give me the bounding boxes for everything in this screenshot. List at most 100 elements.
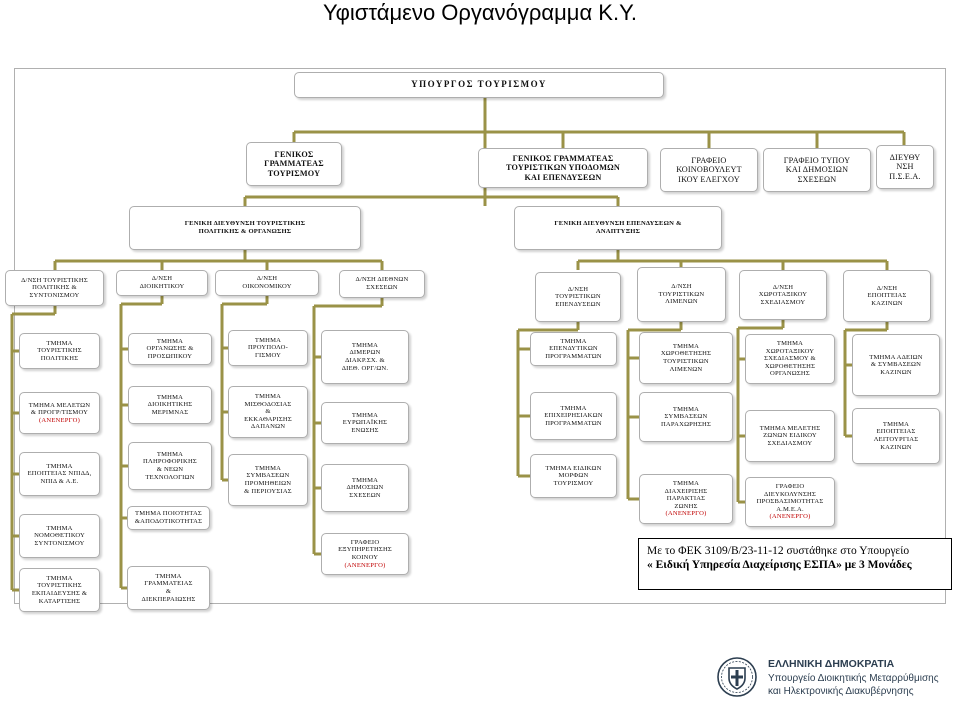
node-text-line: ΤΟΥΡΙΣΤΙΚΗΣ [37, 582, 82, 590]
node-text-line: ΕΝΩΣΗΣ [351, 426, 379, 434]
node-text-line: ΠΟΛΙΤΙΚΗΣ [40, 354, 79, 362]
node-text-line: &ΑΠΟΔΟΤΙΚΟΤΗΤΑΣ [134, 518, 203, 525]
node-text-line: ΕΞΥΠΗΡΕΤΗΣΗΣ [338, 546, 392, 554]
org-chart-frame [14, 68, 946, 604]
node-text-line: ΖΩΝΗΣ [674, 502, 698, 510]
node-text-line: ΔΙΑΧΕΙΡΙΣΗΣ [664, 487, 708, 495]
node-text-line: ΤΟΥΡΙΣΤΙΚΩΝ [555, 293, 601, 301]
node-text-line: ΛΙΜΕΝΩΝ [665, 298, 698, 306]
node-text-line: ΤΜΗΜΑ [672, 405, 700, 413]
col1-dept-2: ΤΜΗΜΑ ΜΕΛΕΤΩΝ& ΠΡΟΓΡ/ΤΙΣΜΟΥ(ΑΝΕΝΕΡΓΟ) [19, 392, 100, 434]
node-text-line: ΠΡΟΜΗΘΕΙΩΝ [244, 480, 292, 487]
node-text-line: & [265, 408, 271, 416]
node-text-line: ΕΠΕΝΔΥΤΙΚΩΝ [549, 345, 598, 353]
node-text-line: ΠΟΛΙΤΙΚΗΣ & [32, 284, 77, 292]
node-text-line: Π.Σ.Ε.Α. [889, 171, 921, 181]
node-text-line: ΙΚΟΥ ΕΛΕΓΧΟΥ [678, 174, 740, 184]
node-text-line: & ΠΡΟΓΡ/ΤΙΣΜΟΥ [30, 409, 89, 417]
node-text-line: Δ/ΝΣΗ [876, 284, 898, 292]
node-text-line: ΤΜΗΜΑ [254, 464, 282, 472]
node-text-line: ΟΙΚΟΝΟΜΙΚΟΥ [242, 283, 292, 290]
node-text-line: ΤΜΗΜΑ [776, 340, 804, 348]
node-text-line: ΠΡΟΣΩΠΙΚΟΥ [147, 352, 193, 360]
node-text-line: ΤΜΗΜΑ [46, 462, 73, 470]
node-text-line: ΠΑΡΑΧΩΡΗΣΗΣ [660, 420, 712, 428]
node-text-line: ΣΧΕΣΕΩΝ [366, 284, 398, 291]
node-text-line: ΓΡΑΦΕΙΟ [350, 538, 380, 546]
node-text-line: ΛΕΙΤΟΥΡΓΙΑΣ [873, 436, 919, 443]
node-text-line: ΓΡΑΦΕΙΟ [775, 483, 805, 491]
node-text-line: ΓΕΝΙΚΟΣ ΓΡΑΜΜΑΤΕΑΣ [512, 154, 614, 164]
node-text-line: & ΝΕΩΝ [156, 466, 184, 473]
node-text-line: ΤΜΗΜΑ [46, 524, 73, 532]
node-text-line: ΓΡΑΦΕΙΟ [691, 156, 727, 166]
espa-note-line1: Με το ΦΕΚ 3109/Β/23-11-12 συστάθηκε στο … [647, 545, 910, 557]
footer-line1: ΕΛΛΗΝΙΚΗ ΔΗΜΟΚΡΑΤΙΑ [768, 658, 895, 670]
node-text-line: ΣΥΝΤΟΝΙΣΜΟΥ [29, 291, 80, 299]
node-text-line: ΧΩΡΟΘΕΤΗΣΗΣ [764, 362, 816, 370]
node-text-line: Δ/ΝΣΗ [567, 285, 589, 293]
node-text-line: ΤΜΗΜΑ [254, 393, 282, 401]
node-text-line: Δ/ΝΣΗ [772, 283, 794, 291]
node-text-line: ΓΕΝΙΚΗ ΔΙΕΥΘΥΝΣΗ ΕΠΕΝΔΥΣΕΩΝ & [554, 220, 682, 228]
node-text-line: ΔΙΜΕΡΩΝ [349, 349, 381, 357]
node-text-line: & [165, 588, 172, 595]
node-text-line: ΟΡΓΑΝΩΣΗΣ [770, 370, 810, 378]
node-text-line: ΤΜΗΜΑ ΠΟΙΟΤΗΤΑΣ [135, 510, 202, 518]
node-text-line: ΚΟΙΝΟΥ [351, 554, 379, 561]
node-text-line: ΤΟΥΡΙΣΤΙΚΩΝ [663, 358, 709, 365]
node-text-line: ΖΩΝΩΝ ΕΙΔΙΚΟΥ [763, 432, 817, 440]
node-text-line: ΤΜΗΜΑ [46, 339, 73, 347]
node-text-line: ΑΝΑΠΤΥΞΗΣ [595, 228, 641, 235]
node-text-line: ΣΥΜΒΑΣΕΩΝ [246, 472, 290, 480]
node-text-line: ΤΜΗΜΑ [560, 337, 587, 345]
greek-coat-of-arms-icon [717, 657, 757, 697]
node-text-line: ΤΜΗΜΑ [156, 337, 184, 345]
node-text-line: ΓΡΑΜΜΑΤΕΙΑΣ [144, 580, 193, 588]
espa-note-line2: « Ειδική Υπηρεσία Διαχείρισης ΕΣΠΑ» με 3… [647, 559, 912, 571]
footer-line2: Υπουργείο Διοικητικής Μεταρρύθμισης [768, 673, 939, 684]
node-text-line: ΣΧΕΔΙΑΣΜΟΥ [767, 439, 813, 447]
node-text-line: ΚΟΙΝΟΒΟΥΛΕΥΤ [676, 165, 742, 175]
node-text-line: ΜΟΡΦΩΝ [558, 472, 589, 480]
node-text-line: Α.Μ.Ε.Α. [776, 505, 804, 513]
node-text-line: ΤΜΗΜΑ [672, 342, 700, 350]
node-text-line: ΓΡΑΦΕΙΟ ΤΥΠΟΥ [783, 156, 851, 166]
footer-logo: ΕΛΛΗΝΙΚΗ ΔΗΜΟΚΡΑΤΙΑ Υπουργείο Διοικητική… [716, 656, 956, 700]
node-text-line: ΛΙΜΕΝΩΝ [669, 365, 703, 373]
node-text-line: ΕΠΟΠΤΕΙΑΣ ΝΠΙΔΔ, [27, 470, 92, 478]
general-directorate-investments: ΓΕΝΙΚΗ ΔΙΕΥΘΥΝΣΗ ΕΠΕΝΔΥΣΕΩΝ &ΑΝΑΠΤΥΞΗΣ [514, 206, 722, 250]
node-text-line: ΕΥΡΩΠΑΪΚΗΣ [342, 419, 388, 427]
node-text-line: ΟΡΓΑΝΩΣΗΣ & [146, 345, 194, 353]
footer-line3: και Ηλεκτρονικής Διακυβέρνησης [768, 686, 914, 697]
inactive-note: (ΑΝΕΝΕΡΓΟ) [769, 513, 811, 521]
node-text-line: ΤΜΗΜΑ [156, 450, 184, 458]
node-text-line: ΤΜΗΜΑ [351, 476, 379, 484]
node-text-line: ΓΕΝΙΚΗ ΔΙΕΥΘΥΝΣΗ ΤΟΥΡΙΣΤΙΚΗΣ [184, 220, 306, 228]
